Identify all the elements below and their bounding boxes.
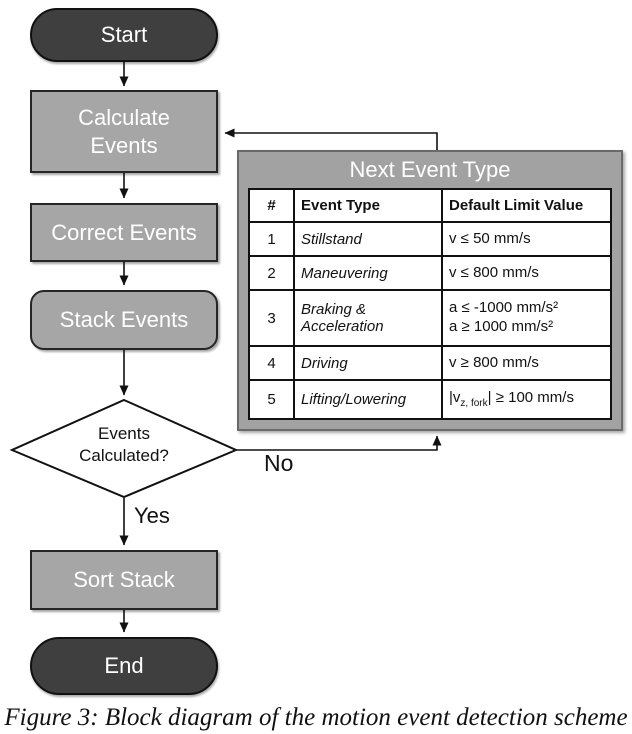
limit-text: | ≥ 100 mm/s [487,388,574,406]
edge-label-yes: Yes [134,503,170,528]
next-event-type-title: Next Event Type [349,157,511,182]
column-header-event-type: Event Type [293,188,443,223]
figure-caption: Figure 3: Block diagram of the motion ev… [4,704,628,731]
node-end: End [30,637,218,695]
node-end-label: End [104,653,144,679]
cell-event-type: Stillstand [293,221,443,257]
edge-decision-table-no [237,435,442,451]
column-header-number: # [248,188,295,223]
cell-default-limit-value: v ≤ 800 mm/s [441,255,612,291]
cell-event-type: Lifting/Lowering [293,379,443,420]
limit-text: a ≥ 1000 mm/s² [449,318,554,335]
node-stack-events: Stack Events [30,290,218,350]
cell-default-limit-value: v ≥ 800 mm/s [441,345,612,381]
limit-text: v ≥ 800 mm/s [449,353,539,371]
cell-event-type: Braking & Acceleration [293,289,443,347]
edge-label-no: No [264,450,294,476]
limit-text: v ≤ 800 mm/s [449,263,539,281]
cell-row-number: 4 [248,345,295,381]
node-decision-label: Events Calculated? [79,424,169,466]
next-event-type-panel: Next Event Type # Event Type Default Lim… [237,150,623,431]
cell-row-number: 5 [248,379,295,420]
node-correct-events: Correct Events [30,203,218,262]
node-calculate-events: Calculate Events [30,90,218,173]
cell-default-limit-value: v ≤ 50 mm/s [441,221,612,257]
limit-text: |v [449,388,461,406]
cell-row-number: 3 [248,289,295,347]
node-sort-stack-label: Sort Stack [73,567,175,593]
limit-text: v ≤ 50 mm/s [449,229,531,247]
node-stack-events-label: Stack Events [59,307,189,333]
cell-row-number: 2 [248,255,295,291]
cell-event-type: Maneuvering [293,255,443,291]
node-sort-stack: Sort Stack [30,550,218,610]
cell-event-type: Driving [293,345,443,381]
edge-table-calculate-loop [224,128,438,150]
node-start: Start [30,8,218,62]
node-start-label: Start [100,22,148,48]
limit-text: a ≤ -1000 mm/s² [449,299,559,317]
table-header-row: # Event Type Default Limit Value [248,188,612,223]
limit-subscript: z, fork [460,397,488,409]
cell-default-limit-value: |vz, fork| ≥ 100 mm/s [441,379,612,420]
node-calculate-events-label: Calculate Events [78,105,170,158]
column-header-default-limit: Default Limit Value [441,188,612,223]
cell-row-number: 1 [248,221,295,257]
node-correct-events-label: Correct Events [51,219,197,245]
